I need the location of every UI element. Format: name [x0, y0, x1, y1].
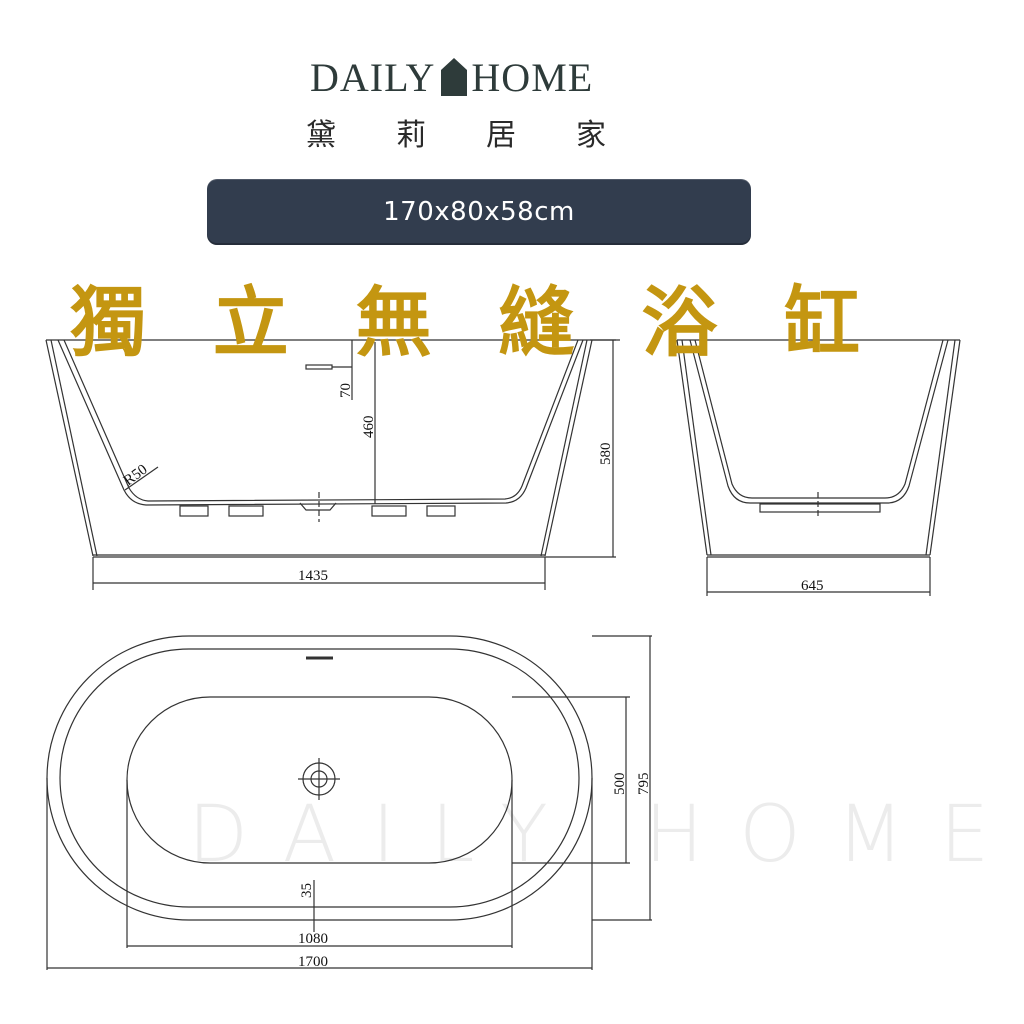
title-char: 浴 [641, 278, 718, 367]
title-char: 缸 [783, 278, 860, 367]
dim-inner-length: 1080 [298, 931, 328, 947]
brand-name-left: DAILY [310, 54, 436, 100]
dim-corner-radius: R50 [121, 462, 151, 490]
dim-outer-length: 1700 [298, 954, 328, 970]
brand-zh-char: 居 [486, 118, 516, 153]
brand-zh-char: 莉 [396, 118, 426, 153]
top-view [46, 635, 652, 970]
house-icon [441, 58, 468, 96]
side-view [45, 339, 620, 590]
title-char: 立 [212, 278, 289, 367]
size-banner: 170x80x58cm [207, 179, 751, 245]
brand-name-en: DAILY HOME [310, 52, 610, 102]
brand-zh-char: 家 [576, 118, 606, 153]
brand-zh-char: 黛 [306, 118, 336, 153]
dim-base-length: 1435 [298, 568, 328, 584]
end-view [676, 339, 961, 596]
brand-name-right: HOME [471, 54, 594, 100]
watermark: DAILY HOME [188, 790, 1024, 880]
size-label: 170x80x58cm [383, 197, 575, 227]
dim-base-width: 645 [801, 578, 824, 594]
dim-total-height: 580 [598, 443, 614, 466]
product-title: 獨 立 無 縫 浴 缸 [70, 280, 860, 370]
brand-logo: DAILY HOME 黛 莉 居 家 [300, 50, 620, 160]
title-char: 獨 [70, 278, 146, 367]
dim-inner-width: 500 [612, 773, 628, 796]
title-char: 縫 [498, 278, 575, 367]
brand-name-zh: 黛 莉 居 家 [306, 110, 606, 154]
dim-inner-depth: 460 [361, 416, 377, 439]
title-char: 無 [355, 278, 432, 367]
dim-outer-width: 795 [636, 773, 652, 796]
dim-drain-offset: 35 [299, 883, 315, 898]
dim-overflow-depth: 70 [338, 383, 354, 398]
